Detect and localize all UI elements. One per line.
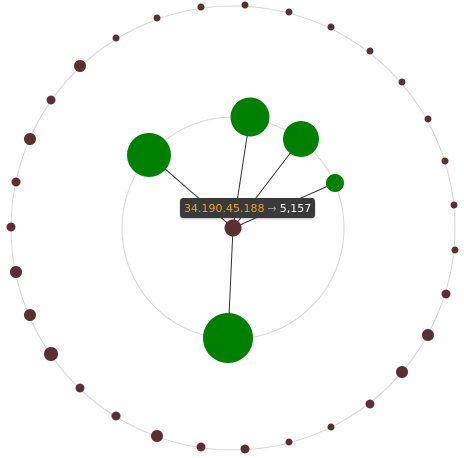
outer-node[interactable]: [396, 366, 408, 378]
outer-nodes: [6, 1, 459, 454]
outer-node[interactable]: [24, 133, 36, 145]
tooltip-count: 5,157: [279, 201, 312, 215]
outer-node[interactable]: [74, 60, 86, 72]
outer-node[interactable]: [441, 157, 449, 165]
outer-node[interactable]: [46, 95, 56, 105]
arrow-icon: →: [267, 201, 277, 215]
outer-node[interactable]: [24, 309, 36, 321]
outer-node[interactable]: [398, 78, 406, 86]
outer-node[interactable]: [450, 201, 458, 209]
outer-node[interactable]: [153, 14, 161, 22]
outer-node[interactable]: [441, 289, 451, 299]
outer-node[interactable]: [451, 246, 459, 254]
outer-node[interactable]: [285, 8, 293, 16]
peer-node[interactable]: [203, 313, 253, 363]
center-host-node[interactable]: [224, 219, 242, 237]
peer-nodes: [127, 97, 344, 363]
outer-node[interactable]: [44, 347, 58, 361]
peer-node[interactable]: [127, 133, 171, 177]
outer-node[interactable]: [197, 3, 205, 11]
outer-node[interactable]: [11, 177, 21, 187]
peer-node[interactable]: [326, 174, 344, 192]
outer-node[interactable]: [424, 115, 432, 123]
tooltip-ip: 34.190.45.188: [184, 201, 265, 215]
peer-node[interactable]: [230, 97, 270, 137]
outer-node[interactable]: [327, 23, 335, 31]
outer-node[interactable]: [366, 47, 374, 55]
outer-node[interactable]: [241, 1, 249, 9]
connection-tooltip: 34.190.45.188 → 5,157: [180, 198, 316, 218]
outer-node[interactable]: [285, 438, 293, 446]
outer-node[interactable]: [151, 430, 163, 442]
outer-node[interactable]: [111, 411, 121, 421]
outer-node[interactable]: [327, 423, 335, 431]
peer-node[interactable]: [283, 121, 319, 157]
outer-node[interactable]: [196, 442, 206, 452]
outer-node[interactable]: [10, 266, 22, 278]
outer-node[interactable]: [112, 34, 120, 42]
outer-node[interactable]: [365, 399, 375, 409]
outer-node[interactable]: [6, 222, 16, 232]
outer-node[interactable]: [240, 444, 250, 454]
outer-node[interactable]: [75, 383, 85, 393]
outer-node[interactable]: [422, 329, 434, 341]
